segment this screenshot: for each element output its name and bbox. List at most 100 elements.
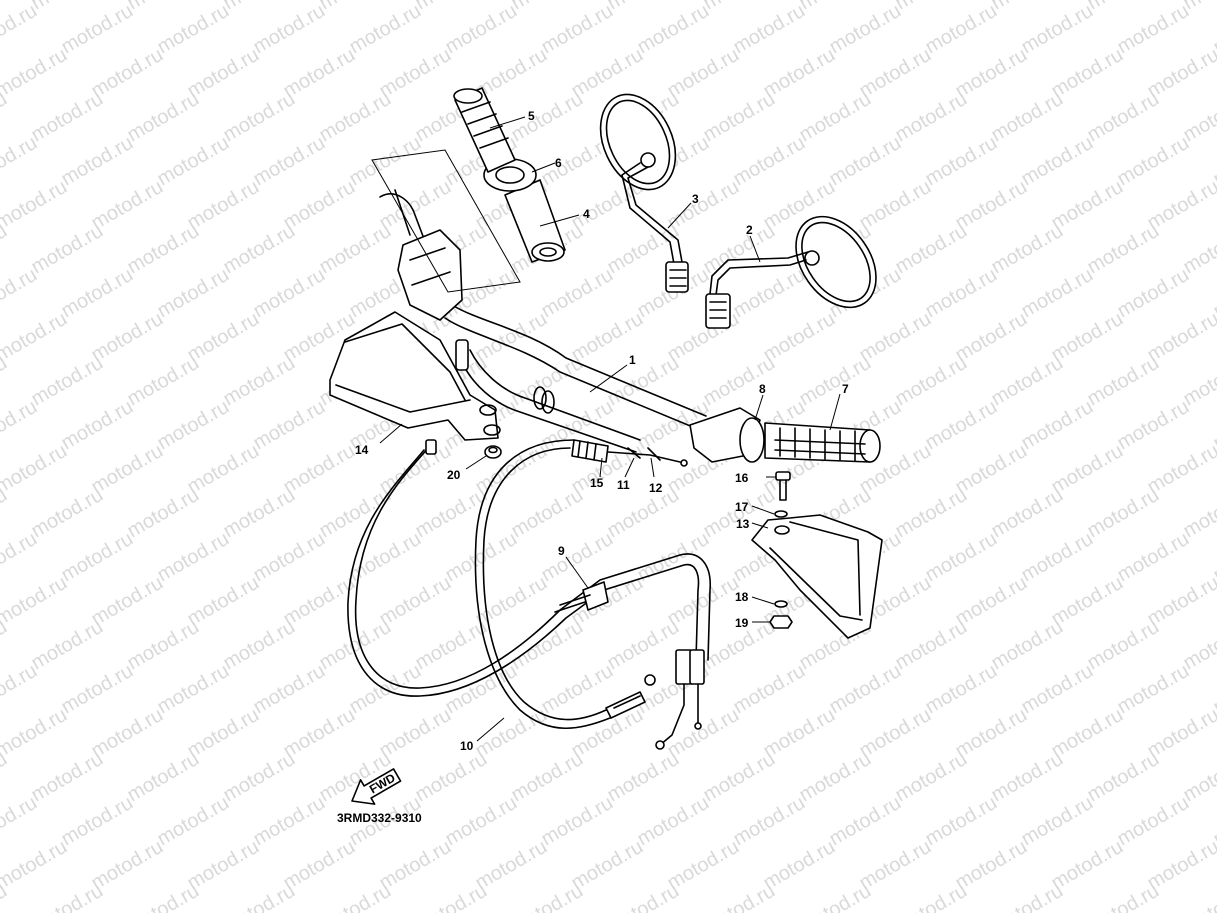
- watermark-text: motod.ru: [730, 264, 809, 323]
- watermark-text: motod.ru: [796, 352, 875, 411]
- watermark-text: motod.ru: [952, 176, 1031, 235]
- watermark-text: motod.ru: [0, 704, 71, 763]
- watermark-text: motod.ru: [892, 88, 971, 147]
- watermark-text: motod.ru: [922, 792, 1001, 851]
- throttle-cable: [347, 439, 711, 750]
- watermark-text: motod.ru: [1084, 352, 1163, 411]
- callout-7: 7: [842, 382, 849, 396]
- watermark-text: motod.ru: [412, 616, 491, 675]
- watermark-text: motod.ru: [922, 264, 1001, 323]
- watermark-text: motod.ru: [184, 836, 263, 895]
- watermark-text: motod.ru: [220, 352, 299, 411]
- watermark-text: motod.ru: [0, 572, 71, 631]
- watermark-text: motod.ru: [280, 440, 359, 499]
- watermark-text: motod.ru: [250, 528, 329, 587]
- watermark-text: motod.ru: [58, 264, 137, 323]
- watermark-text: motod.ru: [124, 352, 203, 411]
- watermark-text: motod.ru: [442, 0, 521, 58]
- watermark-text: motod.ru: [730, 0, 809, 58]
- watermark-text: motod.ru: [88, 836, 167, 895]
- watermark-text: motod.ru: [826, 132, 905, 191]
- watermark-text: motod.ru: [316, 220, 395, 279]
- watermark-text: motod.ru: [220, 88, 299, 147]
- watermark-text: motod.ru: [508, 352, 587, 411]
- watermark-text: motod.ru: [280, 704, 359, 763]
- callout-15: 15: [590, 476, 604, 490]
- watermark-text: motod.ru: [892, 0, 971, 14]
- watermark-text: motod.ru: [250, 264, 329, 323]
- watermark-text: motod.ru: [316, 88, 395, 147]
- watermark-text: motod.ru: [604, 748, 683, 807]
- watermark-text: motod.ru: [604, 880, 683, 913]
- watermark-text: motod.ru: [250, 0, 329, 58]
- watermark-text: motod.ru: [1180, 880, 1217, 913]
- callout-19: 19: [735, 616, 749, 630]
- watermark-text: motod.ru: [1048, 704, 1127, 763]
- watermark-text: motod.ru: [472, 308, 551, 367]
- watermark-text: motod.ru: [892, 220, 971, 279]
- watermark-text: motod.ru: [538, 264, 617, 323]
- watermark-text: motod.ru: [796, 880, 875, 913]
- watermark-text: motod.ru: [1018, 528, 1097, 587]
- watermark-text: motod.ru: [1084, 220, 1163, 279]
- watermark-text: motod.ru: [124, 220, 203, 279]
- watermark-text: motod.ru: [922, 396, 1001, 455]
- diagram-code: 3RMD332-9310: [337, 811, 422, 825]
- mirror-left: [599, 93, 689, 293]
- watermark-text: motod.ru: [250, 132, 329, 191]
- watermark-text: motod.ru: [604, 616, 683, 675]
- watermark-text: motod.ru: [58, 792, 137, 851]
- watermark-text: motod.ru: [28, 484, 107, 543]
- watermark-text: motod.ru: [58, 0, 137, 58]
- watermark-text: motod.ru: [28, 748, 107, 807]
- watermark-text: motod.ru: [1018, 792, 1097, 851]
- watermark-text: motod.ru: [538, 792, 617, 851]
- watermark-text: motod.ru: [28, 220, 107, 279]
- watermark-text: motod.ru: [316, 0, 395, 14]
- watermark-text: motod.ru: [952, 836, 1031, 895]
- watermark-text: motod.ru: [508, 748, 587, 807]
- watermark-text: motod.ru: [538, 660, 617, 719]
- watermark-text: motod.ru: [1114, 528, 1193, 587]
- watermark-text: motod.ru: [1048, 440, 1127, 499]
- watermark-text: motod.ru: [988, 616, 1067, 675]
- watermark-text: motod.ru: [0, 396, 41, 455]
- watermark-text: motod.ru: [508, 0, 587, 14]
- watermark-text: motod.ru: [796, 0, 875, 14]
- callout-2: 2: [746, 223, 753, 237]
- washer-18: [774, 600, 788, 608]
- watermark-text: motod.ru: [0, 176, 71, 235]
- watermark-text: motod.ru: [826, 0, 905, 58]
- watermark-text: motod.ru: [856, 704, 935, 763]
- watermark-text: motod.ru: [892, 484, 971, 543]
- watermark-text: motod.ru: [856, 44, 935, 103]
- watermark-text: motod.ru: [184, 440, 263, 499]
- watermark-text: motod.ru: [1084, 616, 1163, 675]
- watermark-text: motod.ru: [826, 792, 905, 851]
- watermark-text: motod.ru: [154, 396, 233, 455]
- watermark-text: motod.ru: [988, 748, 1067, 807]
- watermark-text: motod.ru: [760, 44, 839, 103]
- watermark-text: motod.ru: [412, 748, 491, 807]
- watermark-text: motod.ru: [1084, 880, 1163, 913]
- watermark-text: motod.ru: [88, 308, 167, 367]
- watermark-text: motod.ru: [154, 132, 233, 191]
- watermark-text: motod.ru: [0, 880, 11, 913]
- watermark-text: motod.ru: [856, 836, 935, 895]
- watermark-text: motod.ru: [508, 880, 587, 913]
- watermark-text: motod.ru: [664, 704, 743, 763]
- watermark-text: motod.ru: [922, 528, 1001, 587]
- watermark-text: motod.ru: [664, 176, 743, 235]
- watermark-text: motod.ru: [0, 836, 71, 895]
- watermark-text: motod.ru: [988, 880, 1067, 913]
- callout-5: 5: [528, 109, 535, 123]
- watermark-text: motod.ru: [1048, 176, 1127, 235]
- watermark-text: motod.ru: [250, 660, 329, 719]
- watermark-text: motod.ru: [0, 308, 71, 367]
- watermark-text: motod.ru: [280, 176, 359, 235]
- callout-13: 13: [736, 517, 750, 531]
- watermark-text: motod.ru: [700, 748, 779, 807]
- watermark-text: motod.ru: [250, 396, 329, 455]
- watermark-text: motod.ru: [952, 572, 1031, 631]
- watermark-text: motod.ru: [1048, 836, 1127, 895]
